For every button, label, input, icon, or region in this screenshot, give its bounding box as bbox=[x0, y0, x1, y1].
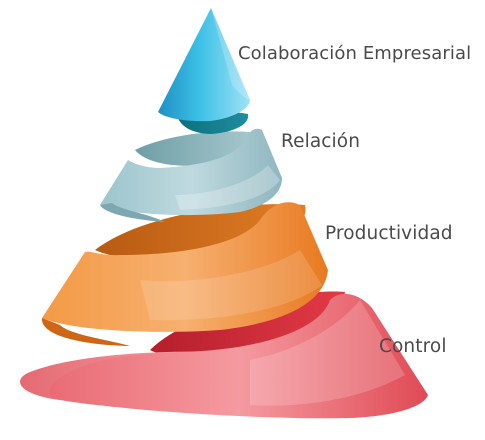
level-label-control: Control bbox=[379, 336, 447, 357]
band-front-relacion bbox=[100, 128, 282, 216]
level-label-colaboracion-empresarial: Colaboración Empresarial bbox=[238, 43, 472, 64]
band-highlight-control bbox=[250, 300, 405, 406]
spiral-band-colaboracion bbox=[158, 8, 250, 134]
band-curl-relacion bbox=[100, 203, 165, 222]
band-front-control bbox=[49, 293, 428, 419]
band-curl-productividad bbox=[41, 318, 131, 346]
band-ribbon-control bbox=[20, 351, 215, 400]
level-label-productividad: Productividad bbox=[325, 223, 453, 244]
cone-highlight-colaboracion bbox=[211, 8, 250, 100]
band-highlight-productividad bbox=[140, 250, 322, 321]
cone-tip-colaboracion bbox=[158, 8, 250, 122]
spiral-band-relacion bbox=[100, 128, 282, 222]
spiral-band-productividad bbox=[41, 202, 328, 346]
level-label-relacion: Relación bbox=[281, 131, 361, 152]
band-front-productividad bbox=[42, 202, 328, 332]
band-highlight-relacion bbox=[175, 165, 280, 210]
